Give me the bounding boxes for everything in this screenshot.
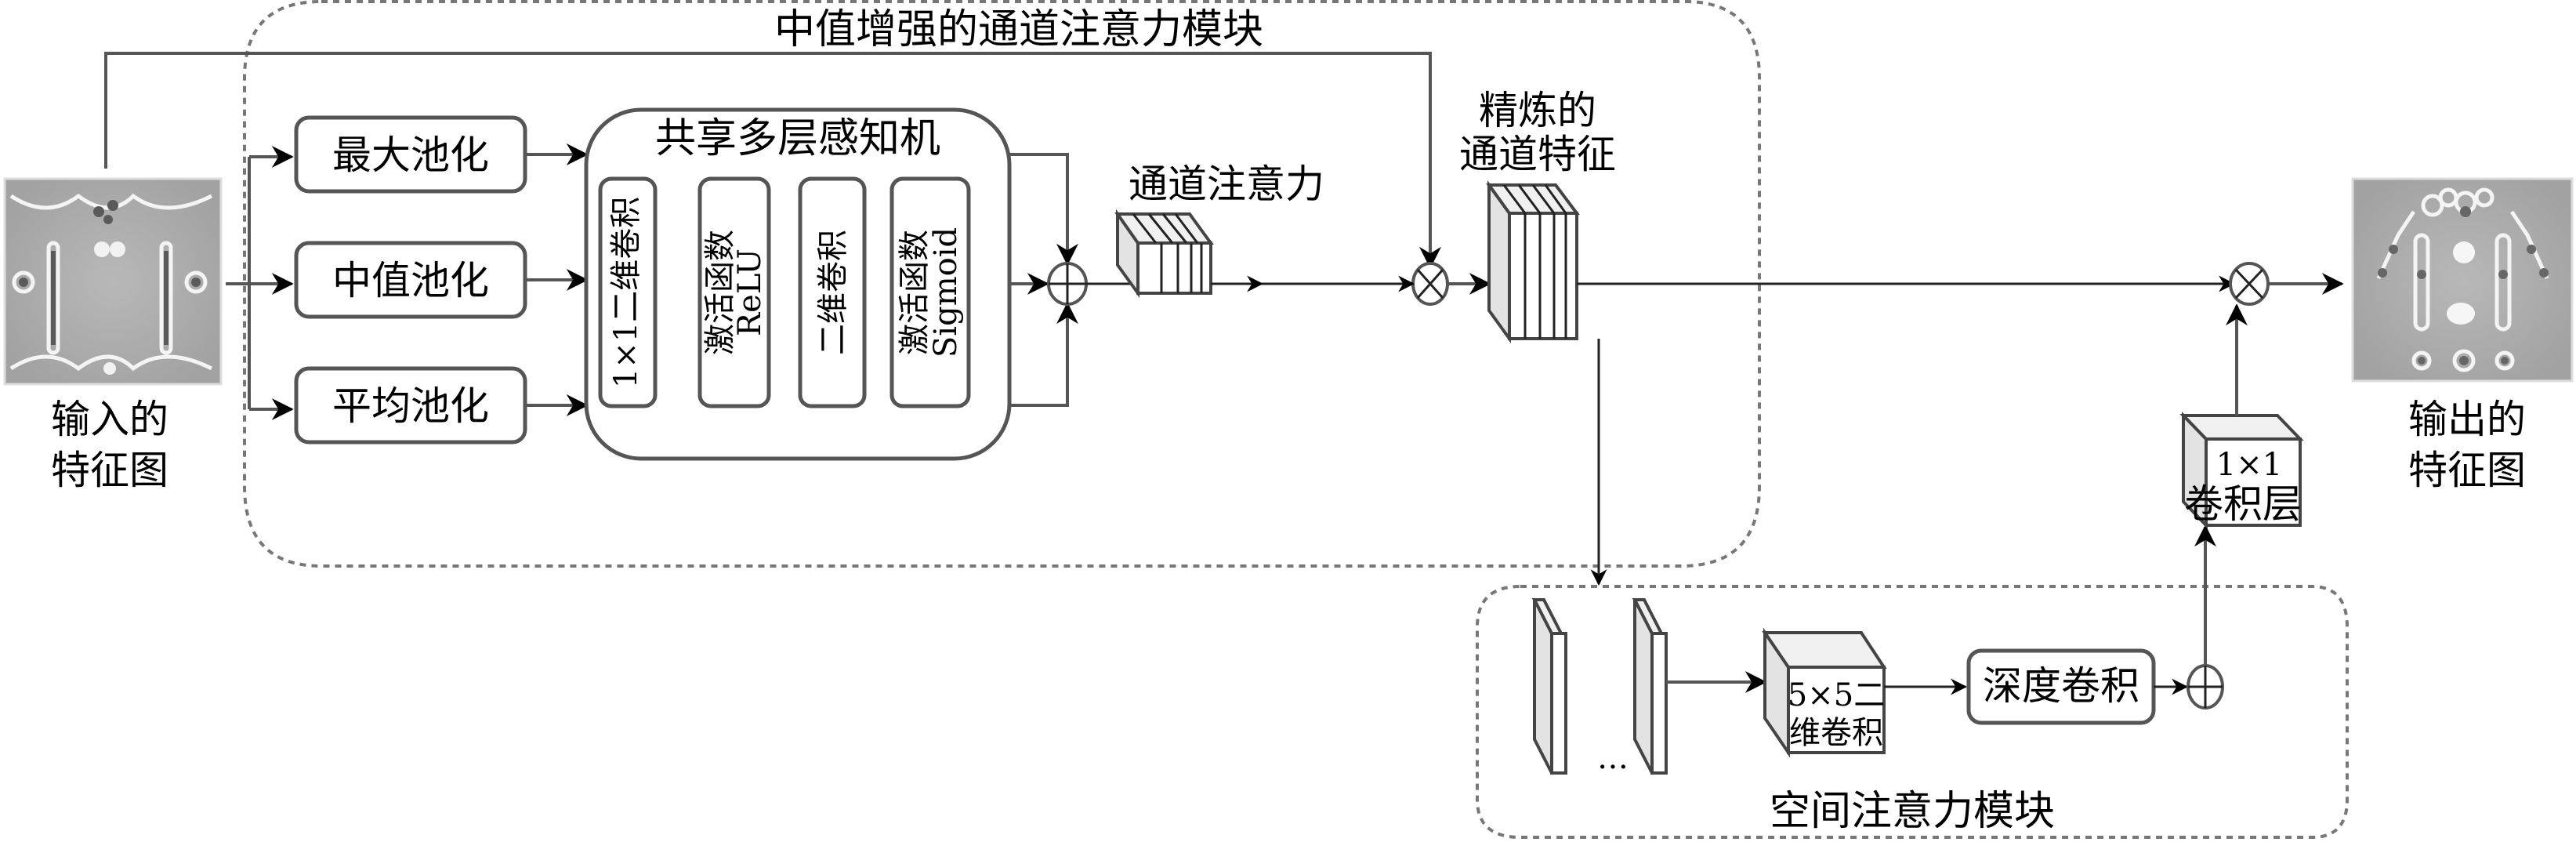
median-pooling-label: 中值池化: [332, 258, 489, 303]
add-operator-spatial: [2187, 664, 2224, 710]
spatial-feature-slice-2: [1632, 598, 1668, 775]
spatial-module-title: 空间注意力模块: [1770, 788, 2055, 835]
skip-connection-arrow: [104, 52, 1441, 269]
conv5x5-block: 5×5二 维卷积: [1762, 627, 1887, 758]
refined-channel-features-block: [1486, 180, 1580, 344]
channel-attention-block: [1114, 209, 1214, 299]
shared-mlp: 共享多层感知机 1×1二维卷积 激活函数 ReLU 二维卷积 激活函数 Sigm…: [584, 107, 1012, 461]
channel-module-boundary: [243, 0, 1761, 568]
output-label-line1: 输出的: [2408, 397, 2526, 442]
refined-label-line1: 精炼的: [1479, 88, 1596, 133]
median-pooling-box: 中值池化: [294, 241, 527, 319]
mlp-layer-2-sublabel: ReLU: [732, 249, 768, 336]
conv1x1-label-line1: 1×1: [2216, 447, 2282, 483]
channel-module-title: 中值增强的通道注意力模块: [774, 6, 1263, 53]
input-label-line2: 特征图: [51, 448, 168, 493]
mlp-output-top: [1009, 153, 1078, 266]
add-operator-channel: [1047, 262, 1088, 306]
conv5x5-label-line1: 5×5二: [1788, 677, 1885, 713]
channel-attention-label: 通道注意力: [1129, 162, 1324, 207]
multiply-operator-channel: [1411, 262, 1449, 306]
mlp-layer-4-sublabel: Sigmoid: [928, 227, 964, 357]
output-feature-map: [2351, 177, 2574, 383]
avg-pooling-box: 平均池化: [294, 366, 527, 445]
mlp-layer-3-label: 二维卷积: [815, 230, 851, 355]
max-pooling-box: 最大池化: [294, 115, 527, 194]
spatial-module-boundary: [1476, 585, 2349, 839]
mlp-layer-sigmoid: 激活函数 Sigmoid: [889, 176, 971, 408]
mlp-layer-conv1x1: 1×1二维卷积: [598, 176, 658, 408]
avg-pooling-label: 平均池化: [332, 383, 489, 429]
spatial-ellipsis: …: [1597, 740, 1629, 776]
mlp-layer-2-label: 激活函数: [702, 230, 738, 355]
refined-label-line2: 通道特征: [1459, 132, 1616, 177]
spatial-feature-slice-1: [1531, 598, 1567, 775]
depthwise-conv-box: 深度卷积: [1966, 648, 2156, 725]
max-pooling-label: 最大池化: [332, 132, 489, 178]
mlp-layer-conv2d: 二维卷积: [798, 176, 867, 408]
input-label-line1: 输入的: [51, 397, 168, 442]
mlp-layer-4-label: 激活函数: [897, 230, 933, 355]
depthwise-conv-label: 深度卷积: [1983, 663, 2139, 709]
output-label-line2: 特征图: [2408, 448, 2526, 493]
mlp-output-bottom: [1009, 302, 1078, 407]
mlp-layer-1-label: 1×1二维卷积: [608, 197, 644, 388]
shared-mlp-title: 共享多层感知机: [655, 115, 940, 162]
conv1x1-label-line2: 卷积层: [2184, 481, 2302, 527]
mlp-layer-relu: 激活函数 ReLU: [697, 176, 771, 408]
multiply-operator-final: [2229, 262, 2270, 306]
conv1x1-block: 1×1 卷积层: [2179, 412, 2304, 529]
input-feature-map: [3, 177, 223, 386]
conv5x5-label-line2: 维卷积: [1789, 715, 1883, 751]
